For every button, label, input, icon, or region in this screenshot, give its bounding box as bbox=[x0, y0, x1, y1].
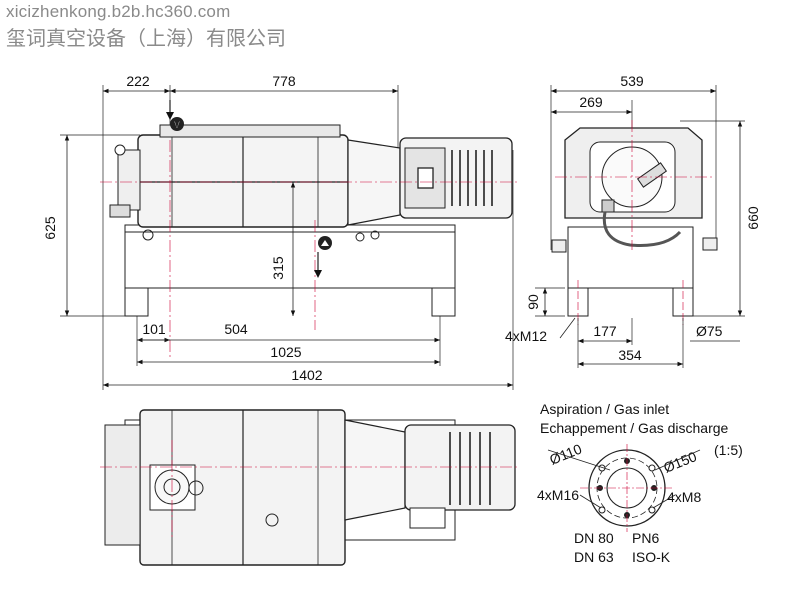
foot-right bbox=[431, 287, 456, 317]
dim-bolt-spec: 4xM12 bbox=[505, 328, 547, 344]
flange-title-inlet: Aspiration / Gas inlet bbox=[540, 401, 669, 417]
top-view bbox=[100, 409, 520, 566]
dim-half-width: 269 bbox=[579, 94, 603, 110]
dim-foot-hole-span: 504 bbox=[224, 321, 248, 337]
watermark-url: xicizhenkong.b2b.hc360.com bbox=[6, 2, 231, 21]
inlet-marker-label: V bbox=[174, 120, 181, 131]
flange-bolts-inner: 4xM16 bbox=[537, 487, 579, 503]
coupling-housing bbox=[347, 139, 401, 226]
dim-frame-length: 1025 bbox=[270, 344, 301, 360]
flange-title-discharge: Echappement / Gas discharge bbox=[540, 420, 729, 436]
flange-scale: (1:5) bbox=[714, 442, 743, 458]
dim-left-overhang: 222 bbox=[126, 73, 150, 89]
flange-spec1-dn: DN 80 bbox=[574, 530, 614, 546]
dim-foot-offset: 101 bbox=[142, 321, 166, 337]
dim-hole-offset: 177 bbox=[593, 323, 617, 339]
side-view bbox=[535, 85, 745, 368]
front-view: V bbox=[60, 85, 520, 390]
dim-foot-height: 90 bbox=[525, 294, 541, 310]
flange-dia-outer: Ø150 bbox=[661, 448, 699, 476]
base-frame bbox=[124, 224, 456, 289]
flange-detail bbox=[547, 444, 701, 532]
top-coupling bbox=[344, 419, 406, 521]
flange-spec2-dn: DN 63 bbox=[574, 549, 614, 565]
dim-total-length: 1402 bbox=[291, 367, 322, 383]
dim-side-height: 660 bbox=[745, 206, 761, 230]
dim-hole-dia: Ø75 bbox=[696, 323, 723, 339]
flange-spec1-pn: PN6 bbox=[632, 530, 659, 546]
flange-dia-inner: Ø110 bbox=[547, 440, 584, 467]
dim-foot-span: 354 bbox=[618, 347, 642, 363]
dim-total-width: 539 bbox=[620, 73, 644, 89]
foot-left bbox=[124, 287, 149, 317]
dim-height: 625 bbox=[42, 216, 58, 240]
watermark-company: 玺词真空设备（上海）有限公司 bbox=[6, 26, 286, 50]
flange-bolts-outer: 4xM8 bbox=[667, 489, 701, 505]
inlet-marker bbox=[170, 117, 184, 131]
flange-spec2-iso: ISO-K bbox=[632, 549, 671, 565]
dim-axis-height: 315 bbox=[270, 256, 286, 280]
dim-body-length: 778 bbox=[272, 73, 296, 89]
